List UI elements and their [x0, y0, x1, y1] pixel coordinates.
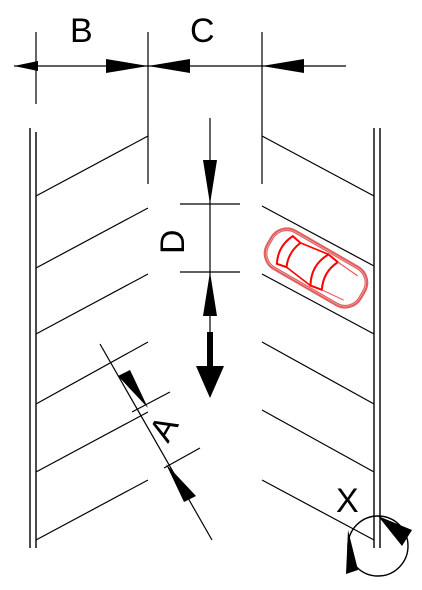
section-marker-icon	[346, 515, 412, 577]
car-icon	[263, 227, 369, 309]
left-stall-lines	[35, 135, 149, 541]
top-dimension	[14, 32, 346, 184]
right-wall	[373, 128, 381, 548]
left-wall	[29, 128, 37, 548]
dimension-label-a: A	[142, 409, 186, 448]
dimension-label-d: D	[154, 229, 192, 254]
detail-marker-label-x: X	[336, 482, 359, 520]
right-stall-lines	[261, 135, 375, 541]
dimension-label-c: C	[190, 12, 215, 50]
dimension-label-b: B	[70, 12, 93, 50]
dimension-a	[99, 343, 213, 541]
traffic-direction-arrow	[196, 332, 224, 398]
dimension-d	[180, 118, 240, 338]
